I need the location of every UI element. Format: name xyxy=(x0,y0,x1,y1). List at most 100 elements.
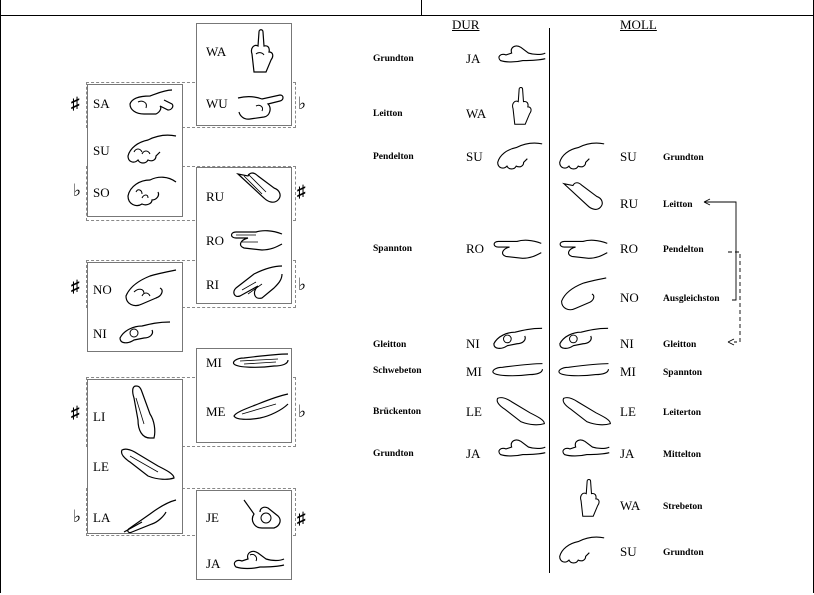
moll-hand-ni-icon xyxy=(556,322,610,352)
moll-hand-ro-icon xyxy=(556,234,610,262)
sharp-sign-li: ♯ xyxy=(71,404,80,421)
moll-role-8: Mittelton xyxy=(663,450,701,460)
hand-cupped-sa-icon xyxy=(126,86,176,120)
dur-role-4: Spannton xyxy=(373,244,412,254)
moll-role-2: Leitton xyxy=(663,200,693,210)
hand-curl-je-icon xyxy=(240,496,284,536)
top-rule xyxy=(0,15,814,16)
label-wu: WU xyxy=(206,96,228,112)
flat-sign-ri: ♭ xyxy=(298,276,306,293)
moll-hand-no-icon xyxy=(558,274,608,314)
hand-fist-so-icon xyxy=(124,172,178,210)
flat-sign-la: ♭ xyxy=(73,508,81,525)
dur-role-5: Gleitton xyxy=(373,340,406,350)
hand-slant-le-icon xyxy=(118,446,178,482)
dur-role-8: Grundton xyxy=(373,449,414,459)
moll-syl-7: LE xyxy=(620,404,636,420)
dur-syl-5: NI xyxy=(466,336,480,352)
hand-vertical-li-icon xyxy=(128,384,158,442)
moll-syl-3: RO xyxy=(620,241,638,257)
dur-syl-7: LE xyxy=(466,404,482,420)
sharp-sign-ru: ♯ xyxy=(297,183,306,200)
label-ru: RU xyxy=(206,189,224,205)
label-su: SU xyxy=(93,143,110,159)
dur-hand-ja2-icon xyxy=(494,434,548,462)
top-divider xyxy=(421,0,422,15)
hand-pen-la-icon xyxy=(122,496,178,534)
hand-ja-icon xyxy=(230,545,286,575)
hand-open-ri-icon xyxy=(228,262,284,302)
hand-claw-su-icon xyxy=(124,130,178,166)
moll-role-10: Grundton xyxy=(663,548,704,558)
hand-pinch-ni-icon xyxy=(116,316,172,346)
dur-hand-su-icon xyxy=(494,138,544,172)
dur-syl-2: WA xyxy=(466,106,486,122)
moll-hand-mi-icon xyxy=(554,360,612,380)
dur-role-6: Schwebeton xyxy=(373,366,422,376)
label-wa: WA xyxy=(206,44,226,60)
label-ni: NI xyxy=(93,326,107,342)
hand-flat-side-ro-icon xyxy=(228,224,284,254)
header-dur: DUR xyxy=(452,17,479,33)
moll-hand-su-icon xyxy=(556,138,606,172)
moll-syl-9: WA xyxy=(620,498,640,514)
flat-sign-me: ♭ xyxy=(298,403,306,420)
moll-syl-5: NI xyxy=(620,336,634,352)
moll-syl-4: NO xyxy=(620,290,639,306)
label-sa: SA xyxy=(93,96,110,112)
label-no: NO xyxy=(93,282,112,298)
flat-sign-wu: ♭ xyxy=(298,95,306,112)
dur-syl-1: JA xyxy=(466,51,480,67)
hand-pointing-up-icon xyxy=(240,28,280,74)
moll-role-7: Leiterton xyxy=(663,408,701,418)
moll-role-6: Spannton xyxy=(663,368,702,378)
moll-hand-su2-icon xyxy=(556,532,606,566)
label-je: JE xyxy=(206,510,219,526)
dur-hand-ro-icon xyxy=(490,234,544,262)
label-ro: RO xyxy=(206,233,224,249)
moll-syl-8: JA xyxy=(620,446,634,462)
moll-syl-10: SU xyxy=(620,544,637,560)
moll-syl-2: RU xyxy=(620,196,638,212)
moll-hand-ru-icon xyxy=(560,180,606,222)
dur-syl-8: JA xyxy=(466,446,480,462)
hand-flat-down-ru-icon xyxy=(234,170,284,216)
hand-pointing-side-icon xyxy=(236,90,290,122)
header-moll: MOLL xyxy=(620,17,657,33)
moll-syl-6: MI xyxy=(620,364,636,380)
hand-flat-mi-icon xyxy=(230,350,290,372)
dur-hand-wa-icon xyxy=(502,86,538,126)
hand-point-down-no-icon xyxy=(122,266,178,310)
label-me: ME xyxy=(206,404,226,420)
dur-hand-ja-icon xyxy=(494,40,548,68)
dur-syl-3: SU xyxy=(466,149,483,165)
dur-role-2: Leitton xyxy=(373,109,403,119)
label-la: LA xyxy=(93,510,110,526)
flat-sign-so: ♭ xyxy=(73,182,81,199)
label-le: LE xyxy=(93,459,109,475)
moll-role-1: Grundton xyxy=(663,153,704,163)
dur-role-7: Brückenton xyxy=(373,407,421,417)
moll-role-9: Strebeton xyxy=(663,502,702,512)
dur-syl-6: MI xyxy=(466,364,482,380)
label-ri: RI xyxy=(206,277,219,293)
sharp-sign-sa: ♯ xyxy=(71,95,80,112)
moll-syl-1: SU xyxy=(620,149,637,165)
hand-tilt-me-icon xyxy=(230,392,290,422)
dur-role-3: Pendelton xyxy=(373,152,414,162)
moll-hand-le-icon xyxy=(560,394,614,428)
label-so: SO xyxy=(93,185,110,201)
dur-role-1: Grundton xyxy=(373,54,414,64)
connector-arrows xyxy=(690,190,750,350)
sharp-sign-no: ♯ xyxy=(71,278,80,295)
label-li: LI xyxy=(93,409,105,425)
moll-hand-ja-icon xyxy=(558,434,612,462)
label-ja: JA xyxy=(206,556,220,572)
sharp-sign-je: ♯ xyxy=(297,510,306,527)
dur-hand-ni-icon xyxy=(490,322,544,352)
dur-syl-4: RO xyxy=(466,241,484,257)
center-divider xyxy=(549,28,550,573)
label-mi: MI xyxy=(206,355,222,371)
dur-hand-le-icon xyxy=(494,394,548,428)
dur-hand-mi-icon xyxy=(488,360,546,380)
